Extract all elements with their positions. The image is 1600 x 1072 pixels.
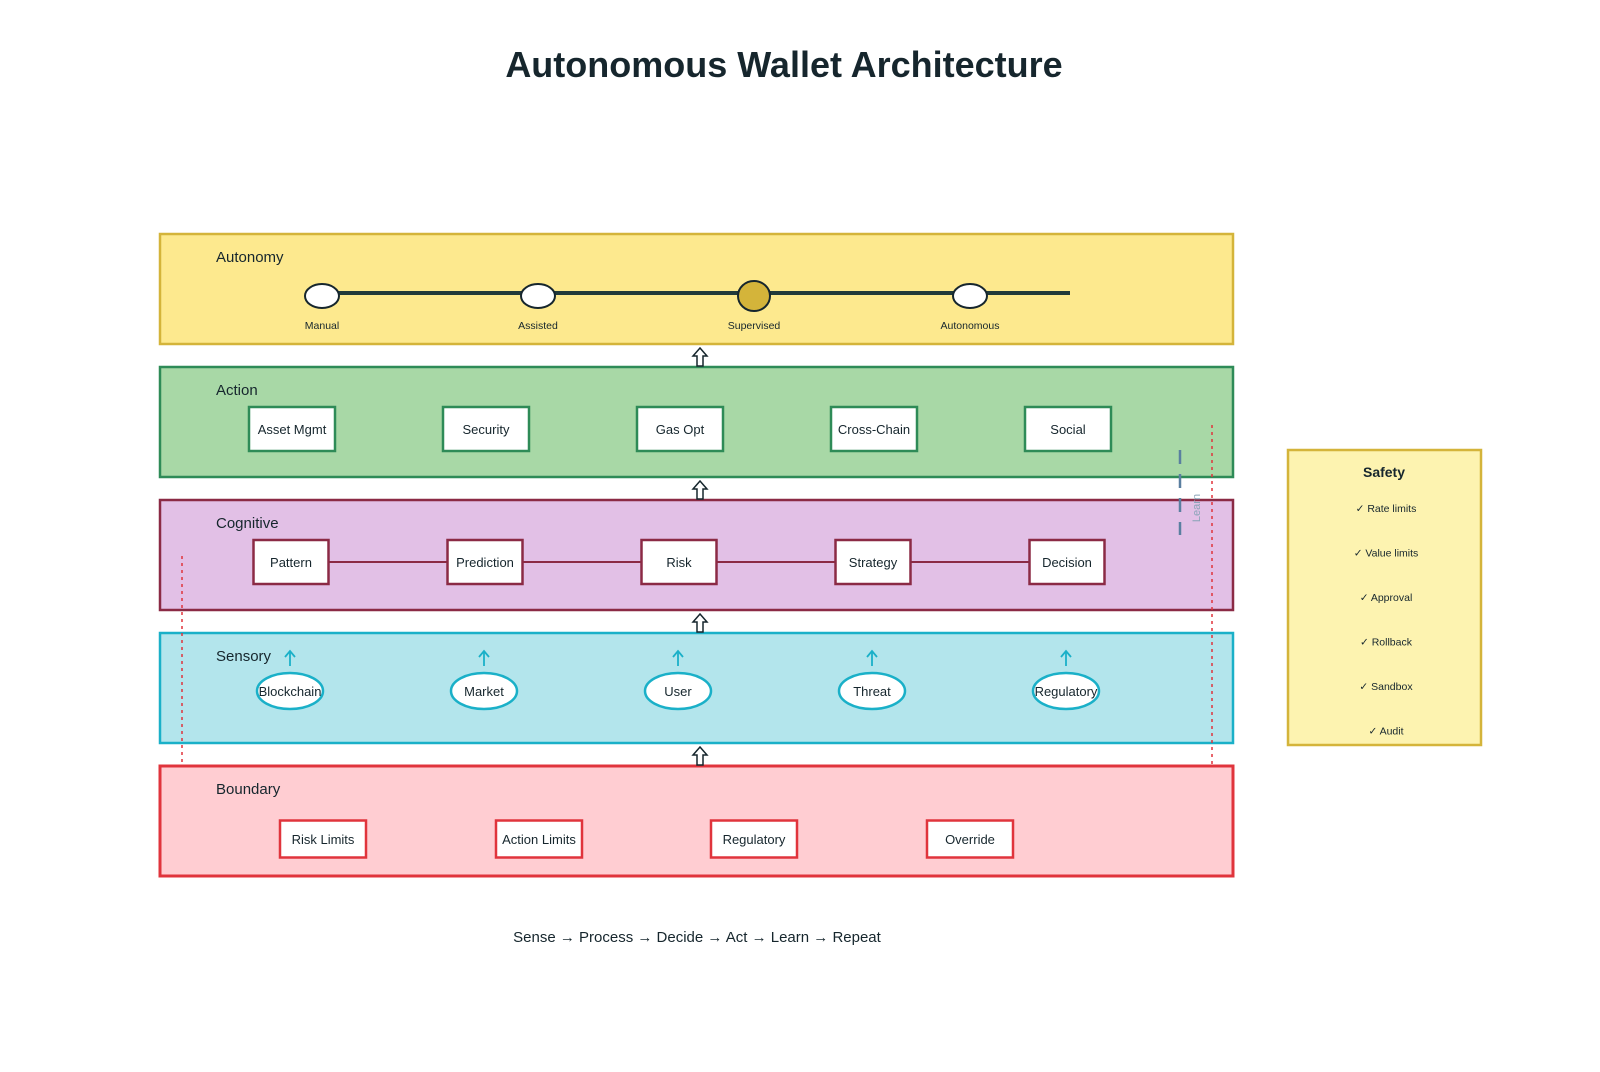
boundary-item-regulatory: Regulatory — [723, 832, 786, 847]
autonomy-level-label-autonomous: Autonomous — [941, 320, 1000, 332]
cognitive-item-box-pattern — [252, 538, 330, 586]
action-item-box-gas-opt — [635, 405, 725, 453]
boundary-item-risk-limits: Risk Limits — [292, 832, 355, 847]
action-layer-label: Action — [216, 382, 258, 399]
safety-panel: Safety ✓ Rate limits ✓ Value limits ✓ Appr… — [1286, 448, 1483, 747]
sensory-item-ellipse-user — [643, 671, 713, 711]
layer-up-arrow-icon — [691, 612, 709, 633]
boundary-layer-label: Boundary — [216, 781, 281, 798]
cognitive-item-box-decision — [1028, 538, 1106, 586]
autonomy-level-label-supervised: Supervised — [728, 320, 781, 332]
boundary-item-override: Override — [945, 832, 995, 847]
autonomy-level-marker-autonomous — [952, 283, 988, 309]
sensory-item-threat: Threat — [853, 684, 891, 699]
safety-item-approval: ✓ Approval — [1360, 592, 1413, 604]
action-item-box-cross-chain — [829, 405, 919, 453]
autonomy-level-label-manual: Manual — [305, 320, 339, 332]
sensor-up-arrow-icon — [866, 649, 878, 666]
safety-item-sandbox: ✓ Sandbox — [1359, 681, 1413, 693]
sensor-up-arrow-icon — [478, 649, 490, 666]
layer-up-arrow-icon — [691, 346, 709, 367]
sensor-up-arrow-icon — [1060, 649, 1072, 666]
boundary-item-box-risk-limits — [278, 819, 368, 859]
action-item-cross-chain: Cross-Chain — [838, 422, 910, 437]
sensory-item-market: Market — [464, 684, 504, 699]
safety-item-rollback: ✓ Rollback — [1360, 637, 1413, 649]
boundary-item-box-override — [925, 819, 1015, 859]
sensory-item-ellipse-threat — [837, 671, 907, 711]
cognitive-layer: Cognitive Pattern Prediction Risk Strategy D… — [158, 498, 1235, 612]
cognitive-layer-label: Cognitive — [216, 515, 279, 532]
autonomy-level-marker-assisted — [520, 283, 556, 309]
sensory-layer: Sensory Blockchain Market User Threat Regula… — [158, 631, 1235, 745]
boundary-item-box-action-limits — [494, 819, 584, 859]
sensory-item-ellipse-blockchain — [255, 671, 325, 711]
action-item-box-security — [441, 405, 531, 453]
sensory-item-ellipse-market — [449, 671, 519, 711]
sensory-item-ellipse-regulatory — [1031, 671, 1101, 711]
action-item-social: Social — [1050, 422, 1086, 437]
safety-item-value-limits: ✓ Value limits — [1354, 548, 1419, 560]
action-item-security: Security — [463, 422, 510, 437]
learn-label: Learn — [1191, 494, 1203, 522]
autonomy-level-label-assisted: Assisted — [518, 320, 558, 332]
boundary-item-box-regulatory — [709, 819, 799, 859]
sensory-item-regulatory: Regulatory — [1035, 684, 1098, 699]
cognitive-item-strategy: Strategy — [849, 555, 898, 570]
layer-up-arrow-icon — [691, 745, 709, 766]
layer-up-arrow-icon — [691, 479, 709, 500]
cognitive-item-prediction: Prediction — [456, 555, 514, 570]
cognitive-item-pattern: Pattern — [270, 555, 312, 570]
action-item-box-asset-mgmt — [247, 405, 337, 453]
safety-title: Safety — [1363, 464, 1405, 480]
safety-item-rate-limits: ✓ Rate limits — [1356, 503, 1417, 515]
sensory-item-blockchain: Blockchain — [259, 684, 322, 699]
loop-caption: Sense → Process → Decide → Act → Learn →… — [513, 929, 881, 946]
safety-panel-box — [1286, 448, 1483, 747]
autonomy-level-marker-manual — [304, 283, 340, 309]
cognitive-item-box-strategy — [834, 538, 912, 586]
page-title: Autonomous Wallet Architecture — [505, 44, 1062, 85]
boundary-layer: Boundary Risk Limits Action Limits Regulat… — [158, 764, 1235, 878]
cognitive-item-decision: Decision — [1042, 555, 1092, 570]
cognitive-item-risk: Risk — [666, 555, 692, 570]
cognitive-item-box-prediction — [446, 538, 524, 586]
safety-item-audit: ✓ Audit — [1368, 726, 1403, 738]
sensor-up-arrow-icon — [284, 649, 296, 666]
action-item-asset-mgmt: Asset Mgmt — [258, 422, 327, 437]
boundary-item-action-limits: Action Limits — [502, 832, 576, 847]
autonomy-layer: Autonomy Manual Assisted Supervised Autonom… — [158, 232, 1235, 346]
cognitive-item-box-risk — [640, 538, 718, 586]
action-item-gas-opt: Gas Opt — [656, 422, 705, 437]
sensory-layer-label: Sensory — [216, 648, 272, 665]
autonomy-layer-box — [158, 232, 1235, 346]
sensor-up-arrow-icon — [672, 649, 684, 666]
autonomy-layer-label: Autonomy — [216, 249, 284, 266]
action-item-box-social — [1023, 405, 1113, 453]
autonomy-level-marker-supervised — [737, 280, 771, 312]
sensory-item-user: User — [664, 684, 692, 699]
action-layer: Action Asset Mgmt Security Gas Opt Cross-Ch… — [158, 365, 1235, 479]
